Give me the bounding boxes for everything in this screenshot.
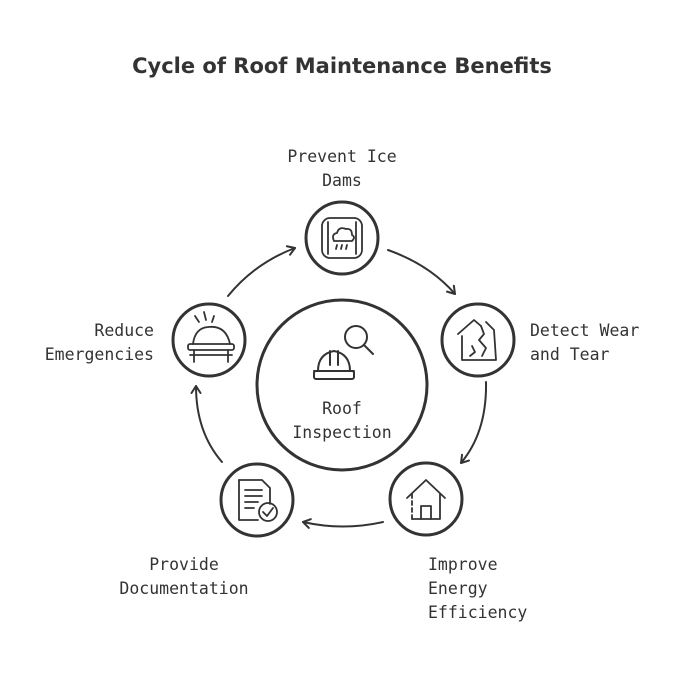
- arrow-wear-to-energy: [460, 381, 488, 464]
- alarm-bench-icon: [187, 311, 235, 363]
- arrow-emergencies-to-ice: [227, 245, 296, 297]
- snow-cloud-window-icon: [321, 217, 363, 259]
- node-reduce-emergencies: [171, 302, 247, 378]
- house-icon: [406, 479, 446, 520]
- node-detect-wear: [440, 302, 516, 378]
- hardhat-magnifier-icon: [313, 325, 374, 380]
- document-check-icon: [238, 479, 278, 522]
- diagram-title: Cycle of Roof Maintenance Benefits: [132, 54, 552, 78]
- cracked-house-icon: [457, 319, 497, 361]
- node-label-improve-energy: Improve Energy Efficiency: [428, 555, 528, 622]
- node-prevent-ice-dams: [304, 200, 380, 276]
- center-label: Roof Inspection: [292, 399, 392, 442]
- node-label-reduce-emergencies: Reduce Emergencies: [44, 321, 154, 364]
- node-improve-energy: [388, 461, 464, 537]
- arrow-energy-to-docs: [302, 518, 384, 529]
- node-provide-documentation: [219, 462, 295, 538]
- center-hub: [255, 298, 429, 472]
- node-label-provide-documentation: Provide Documentation: [119, 555, 249, 598]
- arrow-ice-to-wear: [387, 249, 456, 295]
- arrow-docs-to-emergencies: [190, 385, 223, 463]
- node-label-detect-wear: Detect Wear and Tear: [530, 321, 640, 364]
- node-label-prevent-ice-dams: Prevent Ice Dams: [287, 147, 397, 190]
